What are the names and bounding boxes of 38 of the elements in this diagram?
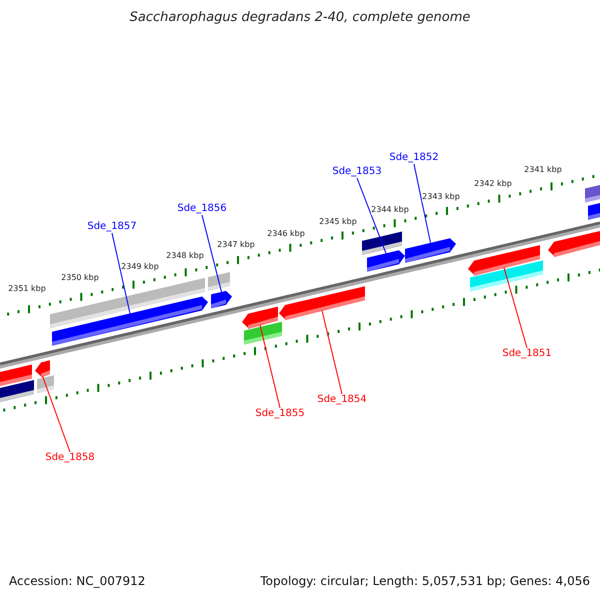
gene-label: Sde_1855 [255,408,305,420]
gene-feature [279,286,365,320]
gene-feature [211,290,232,308]
leader-line [322,310,342,394]
accession-note: Accession: NC_007912 [9,574,146,588]
genome-summary: Topology: circular; Length: 5,057,531 bp; Genes: 4,056 [260,574,590,588]
gene-feature [242,306,278,330]
gene-feature [52,296,208,346]
scale-label: 2341 kbp [524,165,562,175]
gene-feature [367,250,405,272]
gene-label: Sde_1856 [177,203,227,215]
gene-feature [405,238,456,263]
scale-label: 2345 kbp [319,217,357,227]
title: Saccharophagus degradans 2-40, complete genome [130,10,470,26]
scale-label: 2342 kbp [474,179,512,189]
scale-label: 2351 kbp [8,284,46,294]
scale-label: 2350 kbp [61,273,99,283]
leader-line [202,214,222,292]
gene-label: Sde_1851 [502,348,552,360]
gene-feature [468,245,540,276]
gene-label: Sde_1857 [87,221,137,233]
scale-label: 2349 kbp [121,262,159,272]
scale-label: 2343 kbp [422,192,460,202]
scale-label: 2347 kbp [217,240,255,250]
scale-label: 2348 kbp [166,251,204,261]
gene-label: Sde_1858 [45,452,95,464]
leader-line [414,164,431,244]
leader-line [504,267,528,348]
gene-label: Sde_1852 [389,152,439,164]
scale-label: 2344 kbp [371,205,409,215]
leader-line [356,178,386,254]
leader-line [112,232,130,314]
leader-line [42,376,70,452]
scale-label: 2346 kbp [267,229,305,239]
gene-feature [35,360,50,378]
gene-label: Sde_1853 [332,166,382,178]
gene-label: Sde_1854 [317,394,367,406]
leader-line [260,324,280,408]
